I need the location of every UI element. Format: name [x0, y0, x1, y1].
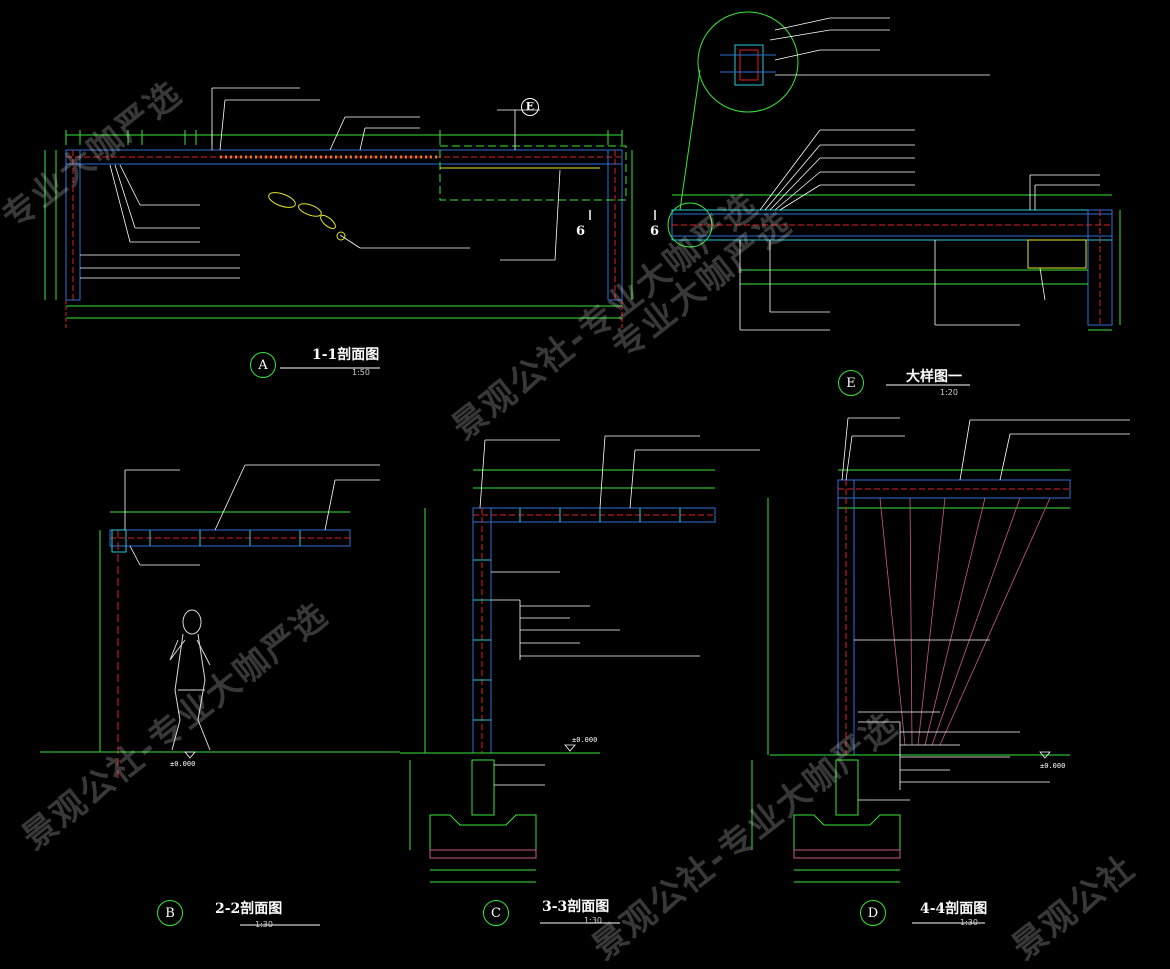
view-tag-e: E	[838, 370, 864, 396]
cad-drawing-canvas: A 1-1剖面图 1:50 E 大样图一 1:20 B 2-2剖面图 1:30 …	[0, 11, 1143, 968]
section-4-4-drawing	[751, 417, 1130, 924]
view-title-detail-1: 大样图一	[906, 369, 962, 385]
view-tag-b: B	[157, 900, 183, 926]
view-scale-detail-1: 1:20	[940, 388, 958, 397]
view-tag-d: D	[860, 900, 886, 926]
view-title-2-2: 2-2剖面图	[215, 901, 283, 917]
detail-callout-e: E	[521, 98, 539, 116]
view-scale-2-2: 1:30	[255, 920, 273, 929]
section-2-2-drawing	[40, 464, 400, 926]
view-tag-a: A	[250, 352, 276, 378]
view-title-1-1: 1-1剖面图	[312, 347, 380, 363]
level-mark-c: ±0.000	[572, 736, 598, 744]
view-scale-1-1: 1:50	[352, 368, 370, 377]
cad-linework	[40, 11, 1130, 926]
detail-1-drawing	[667, 11, 1121, 386]
level-mark-b: ±0.000	[170, 760, 196, 768]
scale-figure	[169, 609, 211, 751]
view-title-3-3: 3-3剖面图	[542, 899, 610, 915]
section-cut-marker-left: 6	[576, 224, 586, 239]
view-title-4-4: 4-4剖面图	[920, 901, 988, 917]
view-tag-c: C	[483, 900, 509, 926]
section-cut-marker-right: 6	[650, 224, 660, 239]
view-scale-4-4: 1:30	[960, 918, 978, 927]
view-scale-3-3: 1:30	[584, 916, 602, 925]
level-mark-d: ±0.000	[1040, 762, 1066, 770]
section-1-1-drawing	[44, 87, 656, 369]
section-3-3-drawing	[400, 435, 760, 924]
